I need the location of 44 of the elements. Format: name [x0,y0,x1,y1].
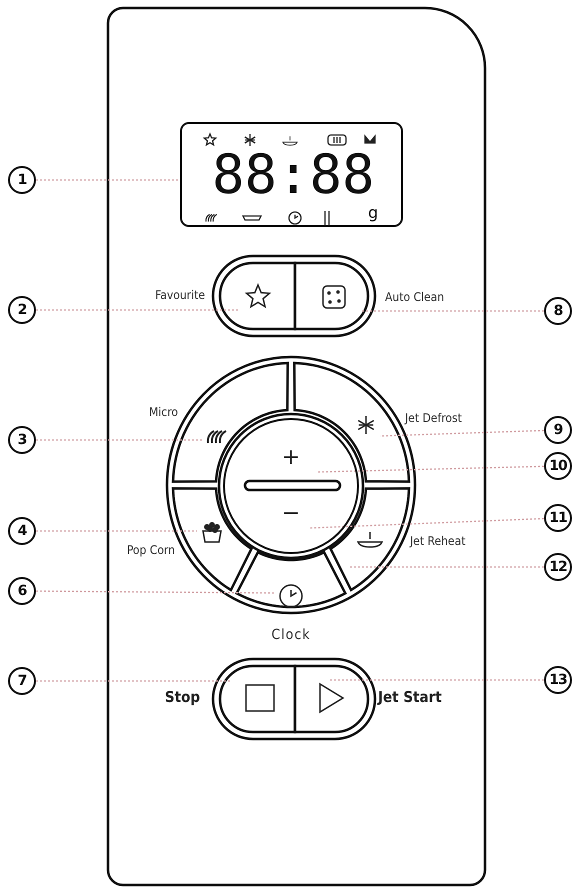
auto-clean-button [294,262,370,330]
leader-line [36,309,240,311]
callout-number: 13 [544,666,572,694]
minus-button: − [223,486,359,554]
leader-line [318,466,544,473]
callout-number: 9 [544,416,572,444]
callout-number: 2 [8,296,36,324]
key-label: Auto Clean [385,290,444,304]
callout-number: 7 [8,667,36,695]
key-label: Favourite [155,288,205,302]
leader-line [350,566,544,568]
callout-number: 10 [544,452,572,480]
key-label: Pop Corn [126,543,175,557]
callout-number: 6 [8,577,36,605]
leader-line [380,430,544,437]
callout-number: 8 [544,297,572,325]
key-label: Stop [164,690,200,704]
display-panel [180,122,403,227]
clock-key [235,550,347,608]
callout-number: 1 [8,166,36,194]
start-button [294,664,370,734]
plus-button: + [223,418,359,486]
leader-line [360,310,544,312]
callout-number: 4 [8,517,36,545]
callout-number: 3 [8,426,36,454]
leader-line [36,530,197,532]
key-label: Jet Start [378,690,442,704]
stop-button [218,664,296,734]
favourite-button [218,262,296,330]
key-label: Jet Reheat [410,534,466,548]
leader-line [330,679,544,681]
callout-number: 11 [544,504,572,532]
leader-line [36,439,203,441]
leader-line [36,590,276,594]
leader-line [36,680,232,682]
leader-line [36,179,180,181]
key-label: Jet Defrost [405,411,462,425]
key-label: Micro [148,405,178,419]
unit-label: g [368,204,378,222]
digit-readout: 88:88 [212,146,372,204]
callout-number: 12 [544,553,572,581]
leader-line [310,518,544,529]
jet-reheat-key [328,487,410,592]
key-label: Clock [271,628,311,642]
